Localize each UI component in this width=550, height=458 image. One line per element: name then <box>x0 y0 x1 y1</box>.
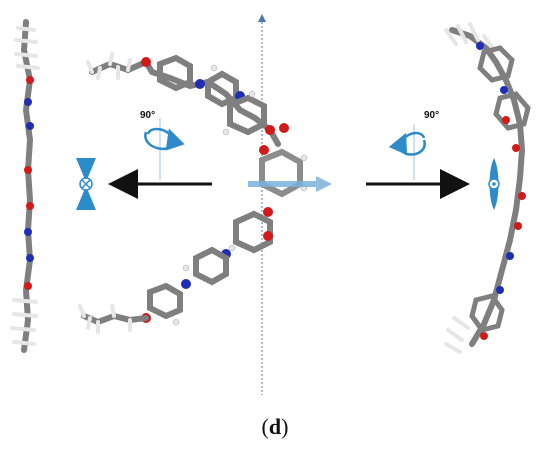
caption-open: ( <box>261 414 269 439</box>
vertical-axis <box>258 14 266 395</box>
right-rotation-icon <box>388 124 426 180</box>
figure-caption: (d) <box>0 414 550 440</box>
into-page-cross-icon <box>76 158 96 210</box>
caption-letter: d <box>268 414 282 439</box>
in-plane-arrow <box>248 176 332 192</box>
left-side-molecule <box>10 19 40 353</box>
right-side-molecule <box>444 22 531 354</box>
left-rotation-icon <box>144 118 185 180</box>
central-molecule <box>78 52 308 334</box>
rotation-right-label: 90° <box>424 110 439 121</box>
caption-close: ) <box>281 414 289 439</box>
rotation-left-label: 90° <box>140 110 155 121</box>
out-of-page-dot-icon <box>488 158 500 210</box>
